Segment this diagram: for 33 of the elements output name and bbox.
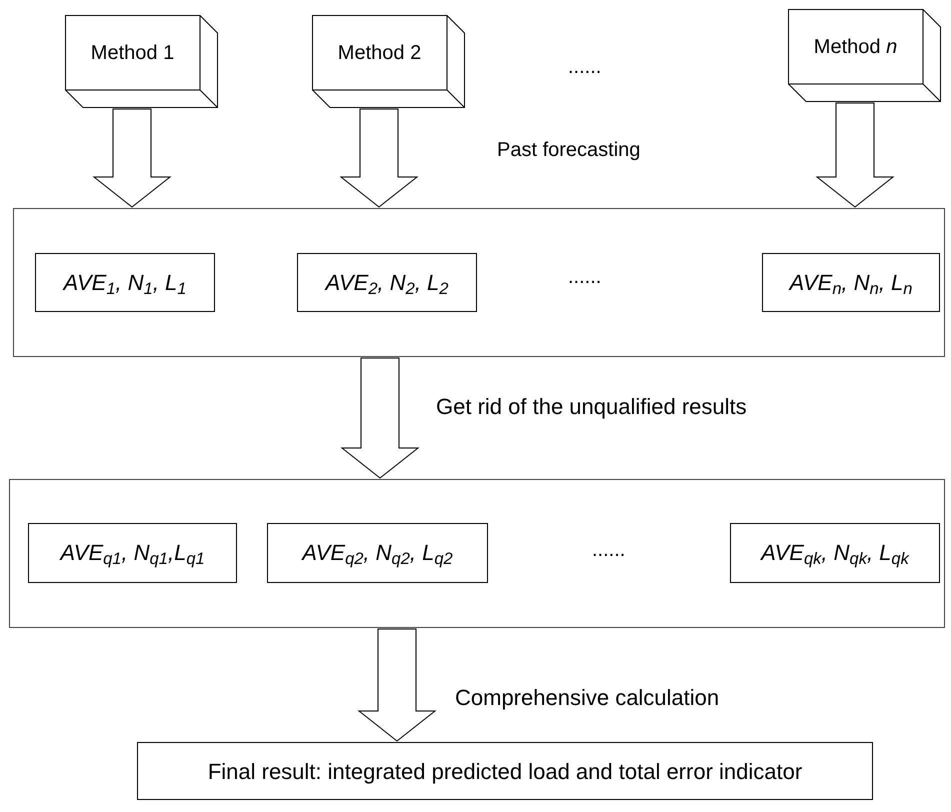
method-block — [788, 9, 941, 102]
value-label: AVE$_{qk}$, N$_{qk}$, L$_{qk}$ — [761, 539, 909, 567]
value-label: AVE$_{q1}$, N$_{q1}$,L$_{q1}$ — [60, 539, 205, 567]
value-label: AVE$_{n}$, N$_{n}$, L$_{n}$ — [790, 268, 912, 296]
value-box — [35, 253, 215, 312]
block-arrow — [816, 102, 894, 208]
group-panel — [13, 208, 945, 357]
group-panel — [9, 479, 945, 628]
method-label: Method n — [812, 34, 898, 60]
method-block — [312, 15, 465, 108]
method-label: Method 2 — [336, 40, 422, 66]
value-box — [297, 253, 477, 312]
block-arrow — [358, 628, 436, 742]
block-arrow — [340, 358, 420, 479]
value-box — [730, 523, 940, 583]
note-label: ...... — [568, 55, 602, 80]
method-block — [65, 15, 218, 108]
edge-label: Get rid of the unqualified results — [436, 393, 747, 421]
value-label: AVE$_{2}$, N$_{2}$, L$_{2}$ — [326, 268, 448, 296]
value-box — [762, 253, 940, 312]
value-box — [267, 523, 488, 583]
method-label: Method 1 — [90, 40, 176, 66]
value-label: AVE$_{q2}$, N$_{q2}$, L$_{q2}$ — [302, 539, 453, 567]
note-label: Past forecasting — [497, 138, 640, 163]
result-box — [137, 742, 873, 800]
edge-label: Comprehensive calculation — [455, 684, 720, 712]
block-arrow — [340, 108, 418, 208]
note-label: ...... — [592, 538, 626, 563]
note-label: ...... — [568, 265, 602, 290]
value-label: AVE$_{1}$, N$_{1}$, L$_{1}$ — [64, 268, 186, 296]
block-arrow — [92, 108, 172, 208]
result-label: Final result: integrated predicted load and total error indicator — [208, 758, 802, 786]
value-box — [28, 523, 237, 583]
